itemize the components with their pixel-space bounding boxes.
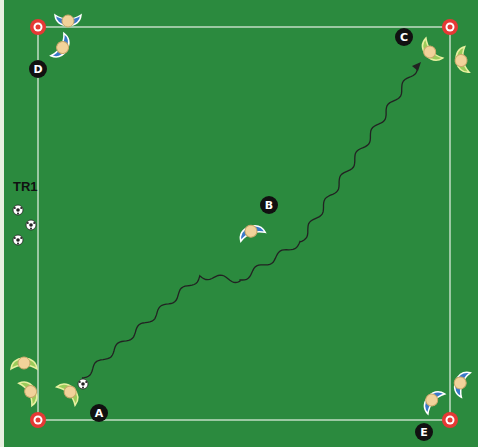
callout-letter: A [90, 404, 108, 422]
callout-letter: C [395, 28, 413, 46]
callout-letter: E [415, 423, 433, 441]
callout-letter: D [29, 60, 47, 78]
dribble-path [82, 66, 417, 378]
station-label: TR1 [13, 180, 38, 193]
arrow-head [412, 62, 421, 71]
callout-letter: B [260, 196, 278, 214]
